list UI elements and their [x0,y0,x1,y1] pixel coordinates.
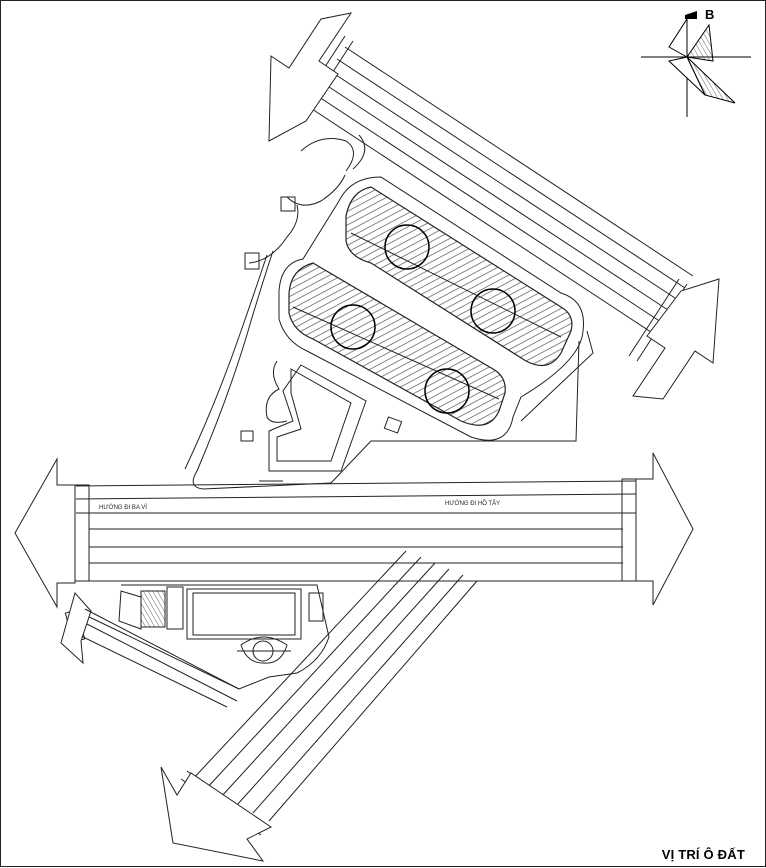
parking-circle-icon [330,304,376,350]
direction-arrow-icon [60,591,92,665]
parking-circle-icon [470,288,516,334]
main-horizontal-road [74,478,637,582]
north-arrow-icon: B [641,7,751,117]
road-label-east: HƯỚNG ĐI HỒ TÂY [445,500,500,507]
entrance-gate [244,252,260,270]
parking-lot-south [288,262,506,426]
north-label: B [705,7,714,22]
building-block [240,360,403,482]
road-label-west: HƯỚNG ĐI BA VÌ [99,504,147,511]
direction-arrow-icon [635,452,694,606]
parking-lot-north [345,186,573,367]
parking-circle-icon [384,224,430,270]
south-diagonal-road [180,550,478,836]
page-title: VỊ TRÍ Ô ĐẤT [661,847,745,862]
direction-arrow-icon [14,457,76,609]
direction-arrow-icon [160,766,272,862]
northeast-road [292,35,694,362]
entrance-gate [280,196,296,212]
site-boundary [184,134,594,490]
direction-arrow-icon [268,12,353,142]
direction-arrow-icon [632,278,720,400]
lower-site [84,584,330,690]
parking-circle-icon [424,368,470,414]
